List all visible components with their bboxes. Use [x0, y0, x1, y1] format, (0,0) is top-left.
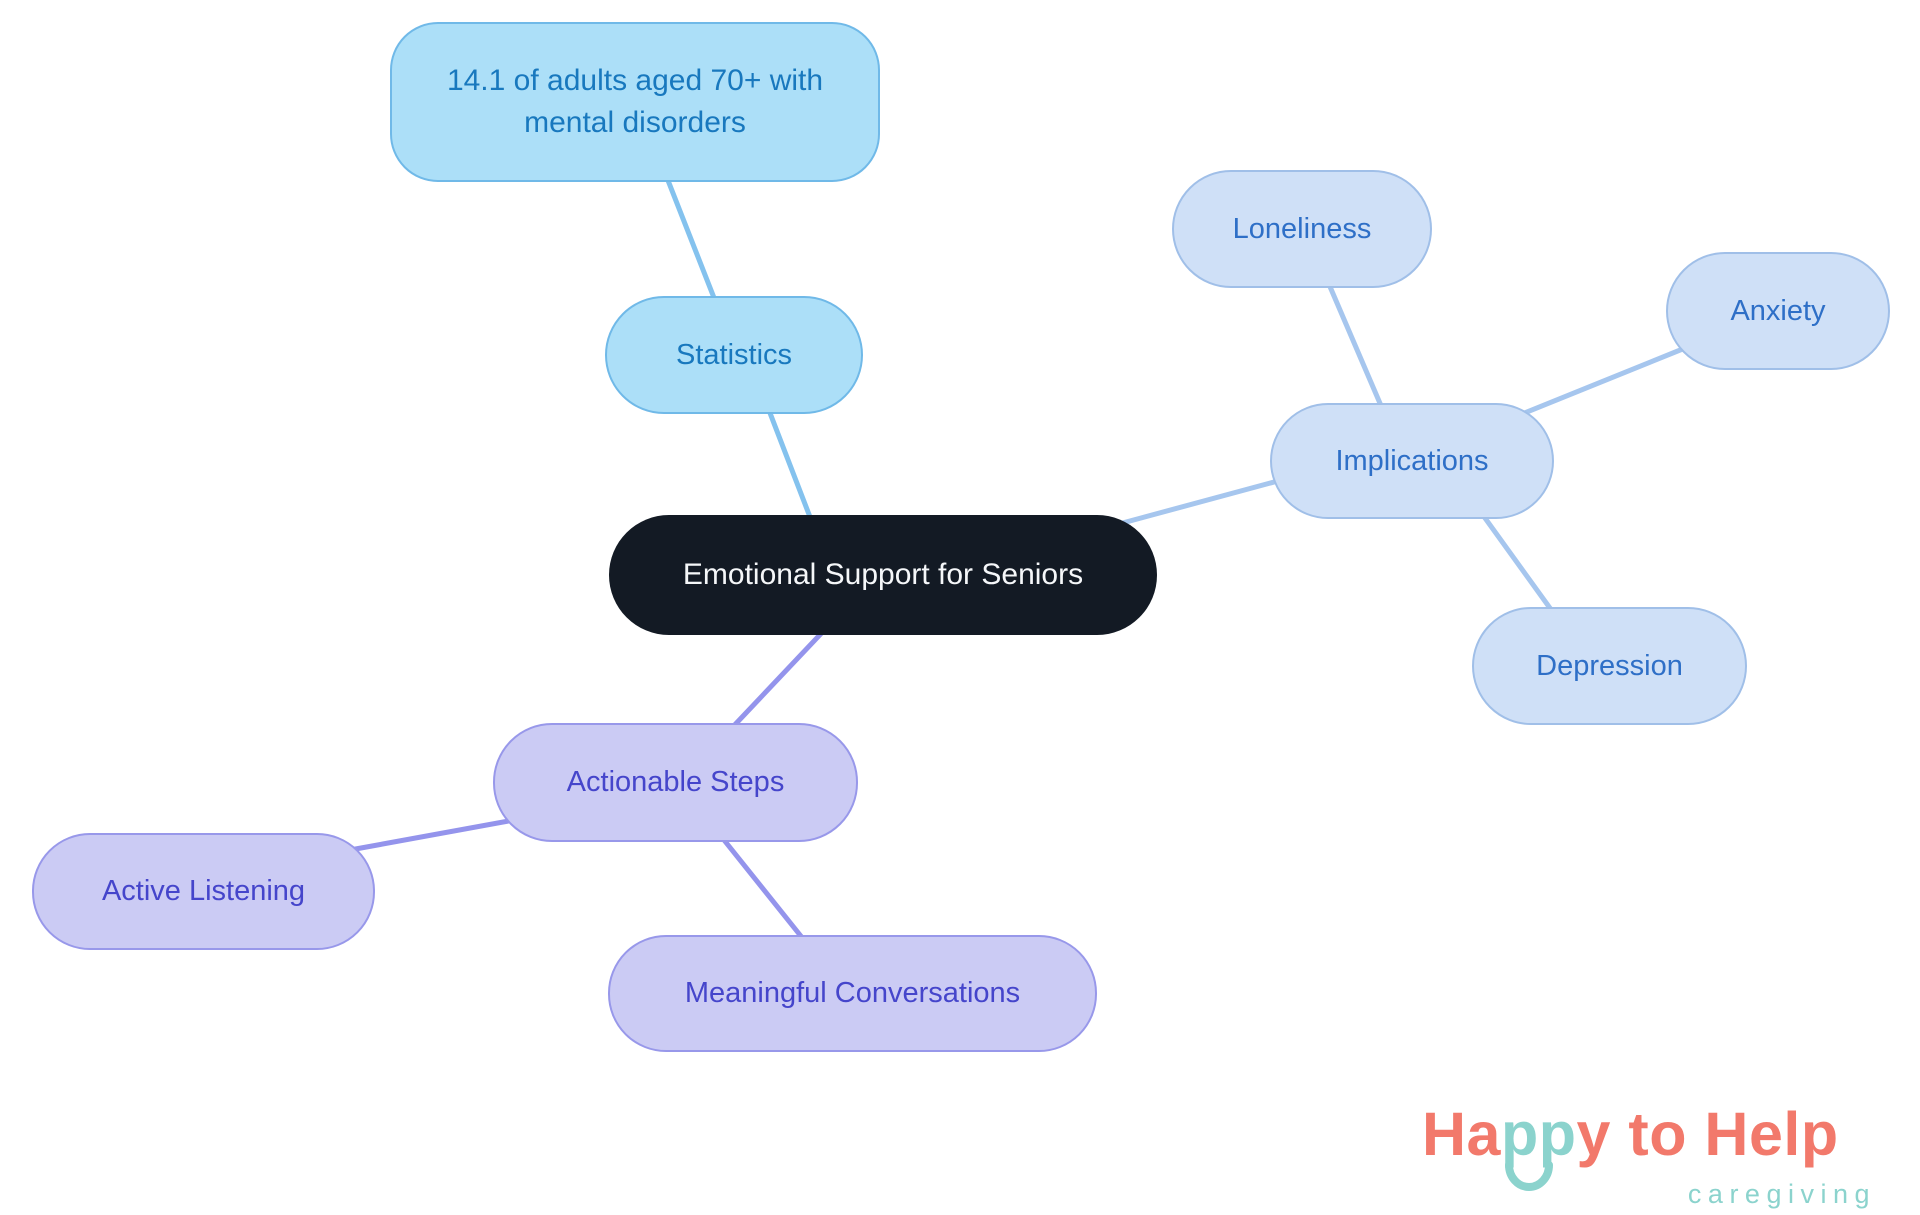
logo-text-pp: pp	[1500, 1100, 1577, 1168]
edge-actionable-activelistening	[347, 815, 528, 853]
node-label: Depression	[1536, 649, 1683, 682]
logo-text-y-to-help: y to Help	[1576, 1100, 1839, 1168]
smile-icon	[1504, 1161, 1553, 1191]
node-central-topic[interactable]: Emotional Support for Seniors	[609, 515, 1157, 635]
node-statistics[interactable]: Statistics	[605, 296, 863, 414]
node-active-listening[interactable]: Active Listening	[32, 833, 375, 950]
logo-text-ha: Ha	[1422, 1100, 1501, 1168]
node-statistics-detail[interactable]: 14.1 of adults aged 70+ with mental diso…	[390, 22, 880, 182]
node-actionable-steps[interactable]: Actionable Steps	[493, 723, 858, 842]
node-label: Meaningful Conversations	[684, 977, 1021, 1009]
node-label: Emotional Support for Seniors	[682, 558, 1084, 591]
edge-loneliness-implications	[1322, 272, 1388, 418]
node-implications[interactable]: Implications	[1270, 403, 1554, 519]
logo-tagline: caregiving	[1687, 1179, 1876, 1209]
node-anxiety[interactable]: Anxiety	[1666, 252, 1890, 370]
edge-actionable-meaningful	[717, 832, 811, 948]
node-label: Implications	[1335, 444, 1489, 477]
edge-central-implications	[1112, 472, 1303, 528]
node-label: Actionable Steps	[566, 766, 785, 798]
edge-statdetail-statistics	[657, 157, 721, 311]
node-label: Active Listening	[101, 875, 306, 907]
node-loneliness[interactable]: Loneliness	[1172, 170, 1432, 288]
node-depression[interactable]: Depression	[1472, 607, 1747, 725]
node-label: Statistics	[675, 338, 793, 371]
node-label: 14.1 of adults aged 70+ with mental diso…	[446, 64, 824, 139]
node-label: Anxiety	[1730, 294, 1826, 327]
edge-statistics-central	[762, 397, 818, 533]
edge-implications-anxiety	[1519, 339, 1703, 417]
node-label: Loneliness	[1232, 212, 1372, 245]
edge-central-actionable	[725, 619, 835, 735]
node-meaningful-conversations[interactable]: Meaningful Conversations	[608, 935, 1097, 1052]
edge-implications-depression	[1469, 497, 1563, 625]
